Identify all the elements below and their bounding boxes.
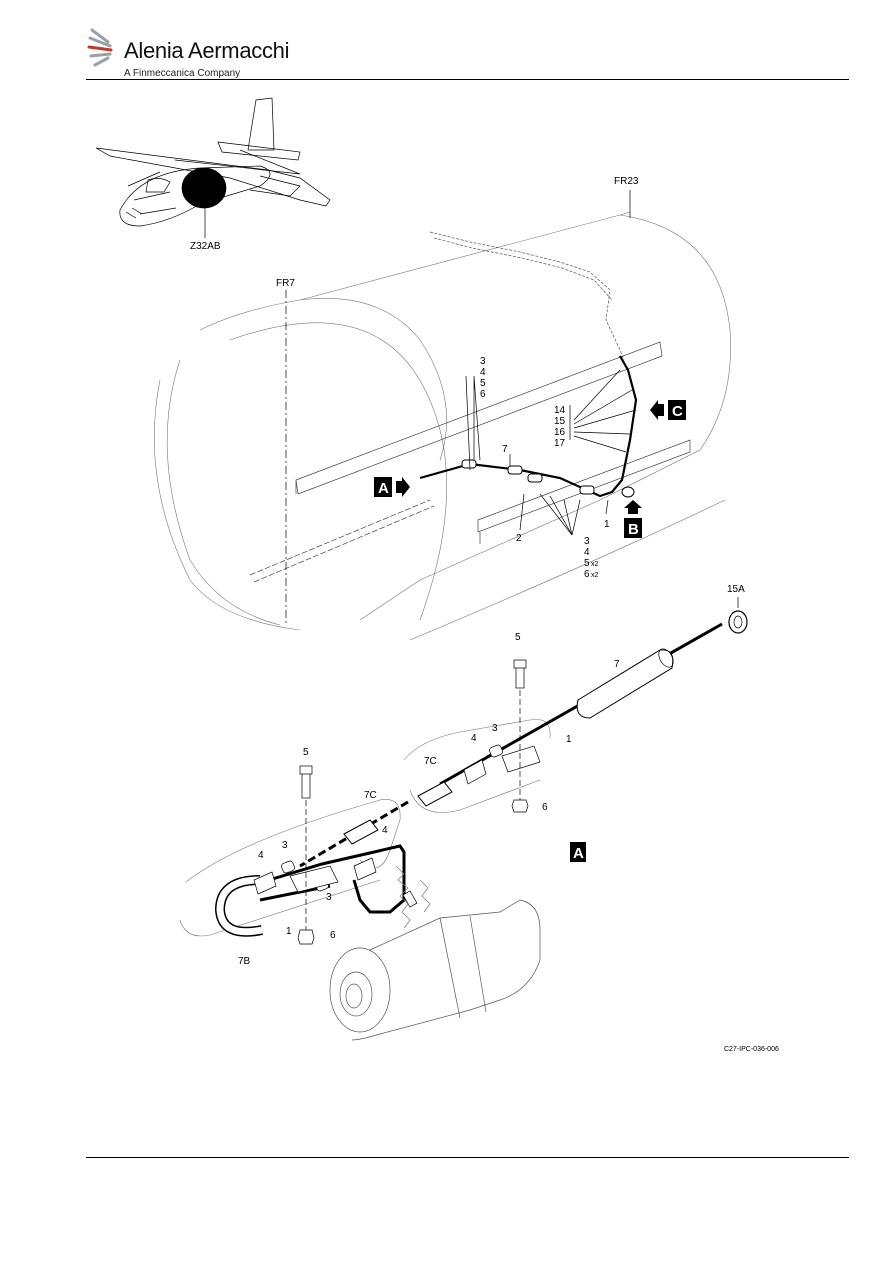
detail-a-labels: 15A 7 1 5 3 4 7C 6 5 7C 4 3 4 3 1 6 7B: [238, 584, 745, 967]
label-7: 7: [614, 659, 620, 670]
cable-route: [419, 355, 638, 498]
label-7b: 7B: [238, 956, 251, 967]
label-3-right: 3: [492, 723, 498, 734]
item-16: 16: [554, 427, 566, 438]
view-c-marker: C: [650, 400, 686, 420]
company-name: Alenia Aermacchi: [124, 38, 290, 63]
label-4-left: 4: [258, 850, 264, 861]
svg-text:A: A: [573, 845, 584, 862]
label-4-upper: 4: [382, 825, 388, 836]
fr23-label: FR23: [614, 176, 639, 187]
item-17: 17: [554, 438, 566, 449]
label-5-left: 5: [303, 747, 309, 758]
label-6-right: 6: [542, 802, 548, 813]
fuselage-outline: [154, 211, 731, 641]
item-upper-3: 3: [480, 356, 486, 367]
item-1-overview: 1: [604, 519, 610, 530]
item-lower-5: 5: [584, 558, 590, 569]
svg-text:C: C: [672, 403, 683, 420]
logo-mark-icon: [87, 28, 113, 67]
svg-text:A: A: [378, 480, 389, 497]
fr7-label: FR7: [276, 278, 295, 289]
figure-reference: C27-IPC-036-006: [724, 1046, 779, 1053]
label-4-right: 4: [471, 733, 477, 744]
drawing-labels: Z32AB FR7 FR23 3 4 5 6 7 14 15 16 17 1 2…: [190, 176, 639, 580]
arrow-up-icon: [624, 500, 642, 514]
floor-beams: [295, 341, 691, 544]
detail-a-title: A: [570, 842, 586, 862]
item-upper-4: 4: [480, 367, 486, 378]
label-5-right: 5: [515, 632, 521, 643]
zone-highlight: [181, 167, 227, 209]
item-2-overview: 2: [516, 533, 522, 544]
svg-text:B: B: [628, 521, 639, 538]
footer-rule: [86, 1157, 849, 1158]
label-1-right: 1: [566, 734, 572, 745]
qty-x2-5: x2: [591, 561, 599, 568]
label-6-left: 6: [330, 930, 336, 941]
upper-harness: [429, 231, 625, 361]
item-7-overview: 7: [502, 444, 508, 455]
item-upper-5: 5: [480, 378, 486, 389]
view-a-marker: A: [374, 477, 410, 497]
aircraft-locator: [95, 97, 331, 227]
lower-rod: [249, 499, 431, 576]
company-logo: Alenia Aermacchi A Finmeccanica Company: [86, 24, 290, 80]
leader-lines: [465, 369, 637, 536]
label-7c-left: 7C: [364, 790, 377, 801]
view-b-marker: B: [624, 500, 642, 538]
label-1-left: 1: [286, 926, 292, 937]
page-header: Alenia Aermacchi A Finmeccanica Company: [0, 0, 893, 82]
qty-x2-6: x2: [591, 572, 599, 579]
item-15: 15: [554, 416, 566, 427]
item-14: 14: [554, 405, 566, 416]
zone-label: Z32AB: [190, 241, 221, 252]
item-lower-3: 3: [584, 536, 590, 547]
item-lower-4: 4: [584, 547, 590, 558]
item-lower-6: 6: [584, 569, 590, 580]
company-tagline: A Finmeccanica Company: [124, 68, 241, 79]
item-upper-6: 6: [480, 389, 486, 400]
arrow-right-icon: [396, 477, 410, 497]
label-3-lower: 3: [326, 892, 332, 903]
label-3-upper: 3: [282, 840, 288, 851]
header-rule: [86, 79, 849, 80]
detail-a-assembly: [179, 597, 748, 1041]
arrow-left-icon: [650, 400, 664, 420]
label-7c-right: 7C: [424, 756, 437, 767]
label-15a: 15A: [727, 584, 745, 595]
